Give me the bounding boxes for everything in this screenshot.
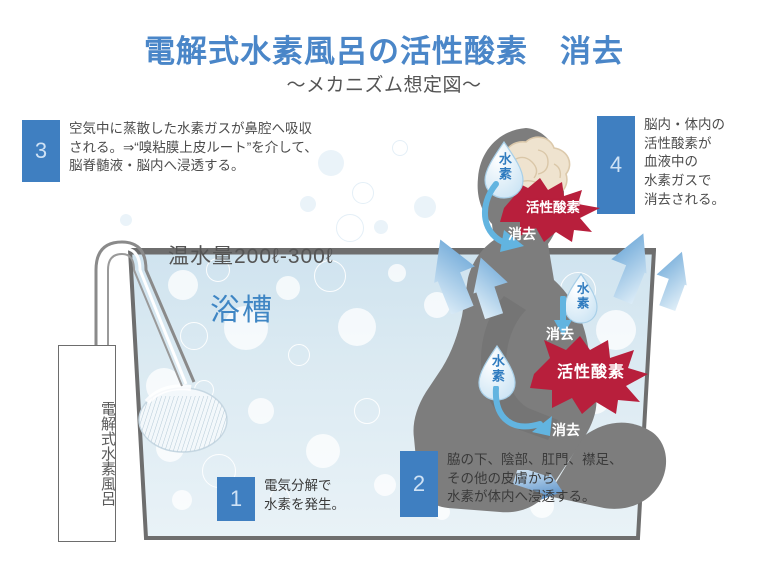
electrolysis-device: 電解式水素風呂 (58, 345, 116, 542)
hydrogen-label-torso: 水素 (478, 354, 516, 387)
reactive-oxygen-burst-head (500, 178, 600, 242)
callout-1-text: 電気分解で 水素を発生。 (264, 478, 345, 512)
hydrogen-label-head-text: 水素 (496, 152, 512, 182)
hydrogen-label-head: 水素 (484, 152, 524, 185)
page-subtitle: 〜メカニズム想定図〜 (286, 75, 482, 96)
water-bubble (388, 264, 406, 282)
water-bubble (276, 276, 300, 300)
callout-1: 1 電気分解で 水素を発生。 (217, 477, 345, 521)
rising-gas-arrow (473, 257, 508, 320)
callout-1-number: 1 (217, 477, 255, 521)
erase-label-head: 消去 (508, 226, 536, 242)
erase-label-neck: 消去 (546, 326, 574, 342)
water-bubble (248, 398, 274, 424)
air-bubble (352, 182, 374, 204)
reactive-oxygen-label-torso: 活性酸素 (556, 364, 625, 381)
air-bubble (318, 150, 344, 176)
water-bubble (374, 474, 396, 496)
hydrogen-label-neck-text: 水素 (574, 282, 589, 311)
callout-2-text: 脇の下、陰部、肛門、襟足、 その他の皮膚から 水素が体内へ浸透する。 (447, 452, 623, 505)
callout-4: 4 脳内・体内の 活性酸素が 血液中の 水素ガスで 消去される。 (597, 116, 725, 214)
air-bubble (336, 214, 364, 242)
callout-2-number: 2 (400, 451, 438, 517)
device-label: 電解式水素風呂 (99, 400, 116, 506)
water-bubble (338, 308, 376, 346)
air-bubble (374, 220, 388, 234)
erase-label-torso: 消去 (552, 422, 580, 438)
air-bubble (300, 196, 316, 212)
water-bubble (288, 344, 310, 366)
callout-3-number: 3 (22, 120, 60, 182)
water-bubble (354, 398, 380, 424)
hydrogen-label-neck: 水素 (564, 282, 598, 314)
air-bubble (414, 196, 436, 218)
page-title: 電解式水素風呂の活性酸素 消去 (144, 34, 624, 69)
rising-gas-arrow (656, 251, 687, 312)
callout-3-text: 空気中に蒸散した水素ガスが鼻腔へ吸収 される。⇒“嗅粘膜上皮ルート”を介して、 … (69, 121, 318, 174)
air-bubble (392, 140, 408, 156)
erase-arrow-head (481, 181, 524, 252)
air-bubble (120, 214, 132, 226)
water-bubble (306, 434, 340, 468)
bathtub-label: 浴槽 (210, 294, 274, 327)
callout-4-text: 脳内・体内の 活性酸素が 血液中の 水素ガスで 消去される。 (644, 117, 725, 207)
callout-2: 2 脇の下、陰部、肛門、襟足、 その他の皮膚から 水素が体内へ浸透する。 (400, 451, 623, 517)
callout-3: 3 空気中に蒸散した水素ガスが鼻腔へ吸収 される。⇒“嗅粘膜上皮ルート”を介して… (22, 120, 318, 182)
hydrogen-label-torso-text: 水素 (489, 354, 505, 384)
callout-4-number: 4 (597, 116, 635, 214)
water-bubble (172, 490, 192, 510)
reactive-oxygen-label-head: 活性酸素 (526, 200, 580, 215)
